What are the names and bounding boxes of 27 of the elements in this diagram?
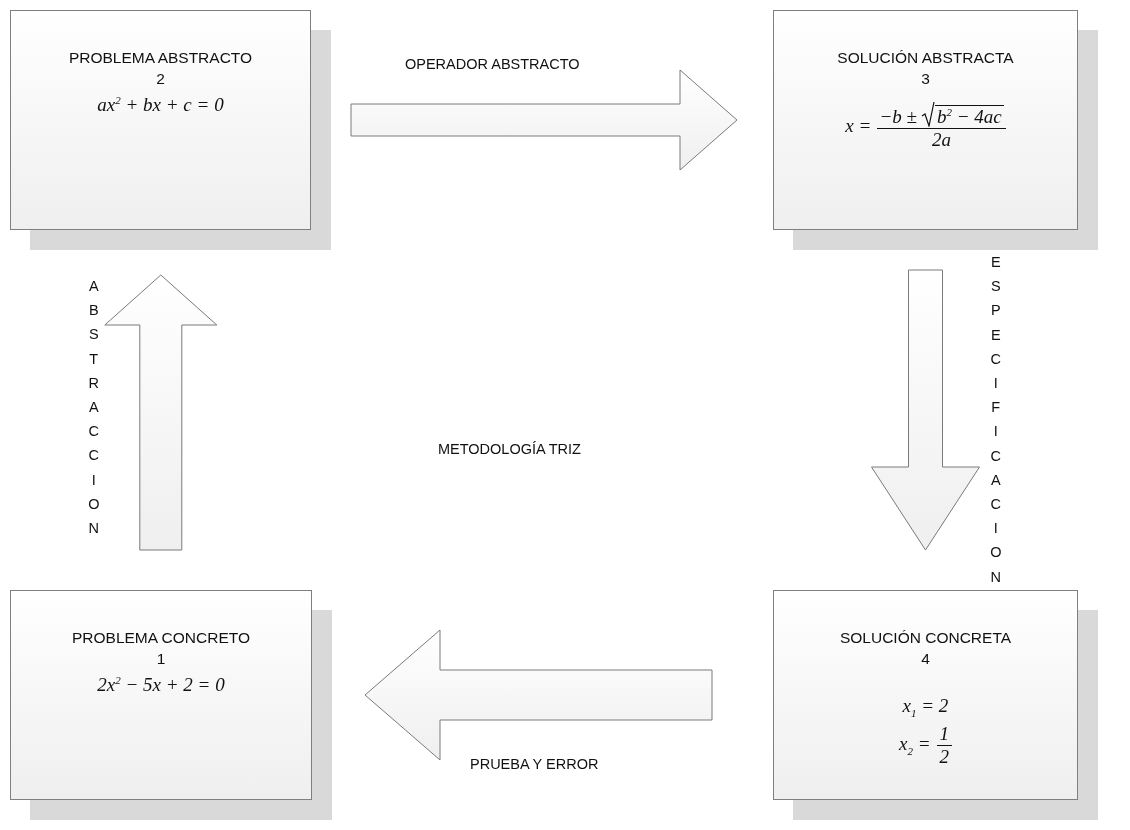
fraction-numerator: 1 xyxy=(936,722,952,746)
step-number: 1 xyxy=(156,649,166,669)
edge-label: OPERADOR ABSTRACTO xyxy=(405,56,580,72)
fraction-numerator: −b ± xyxy=(879,106,917,128)
block-arrow xyxy=(871,269,980,551)
fraction-denominator: 2a xyxy=(932,129,951,151)
math-expression: x$_{1}$ = 2 xyxy=(902,695,949,719)
step-number: 3 xyxy=(921,69,930,89)
math-expression: ax$^{2}$ + bx + c = 0 xyxy=(97,94,224,117)
box-title: SOLUCIÓN ABSTRACTA xyxy=(837,48,1014,68)
fraction-denominator: 2 xyxy=(939,745,949,768)
diagram-label: METODOLOGÍA TRIZ xyxy=(438,441,581,457)
edge-label: ABSTRACCION xyxy=(88,277,100,539)
block-arrow xyxy=(364,629,713,761)
box-title: SOLUCIÓN CONCRETA xyxy=(839,628,1012,648)
block-arrow xyxy=(104,274,218,551)
edge-label: ESPECIFICACION xyxy=(990,253,1002,587)
math-expression: x$_{2}$ = xyxy=(899,733,931,758)
radicand: b$^{2}$ − 4ac xyxy=(934,104,1004,128)
edge-label: PRUEBA Y ERROR xyxy=(470,756,599,772)
block-arrow xyxy=(350,69,738,171)
box-title: PROBLEMA CONCRETO xyxy=(72,628,250,648)
math-expression: x = xyxy=(845,115,872,137)
math-expression: 2x$^{2}$ − 5x + 2 = 0 xyxy=(97,674,225,697)
box-title: PROBLEMA ABSTRACTO xyxy=(68,48,253,68)
step-number: 4 xyxy=(921,649,930,669)
step-number: 2 xyxy=(156,69,165,89)
